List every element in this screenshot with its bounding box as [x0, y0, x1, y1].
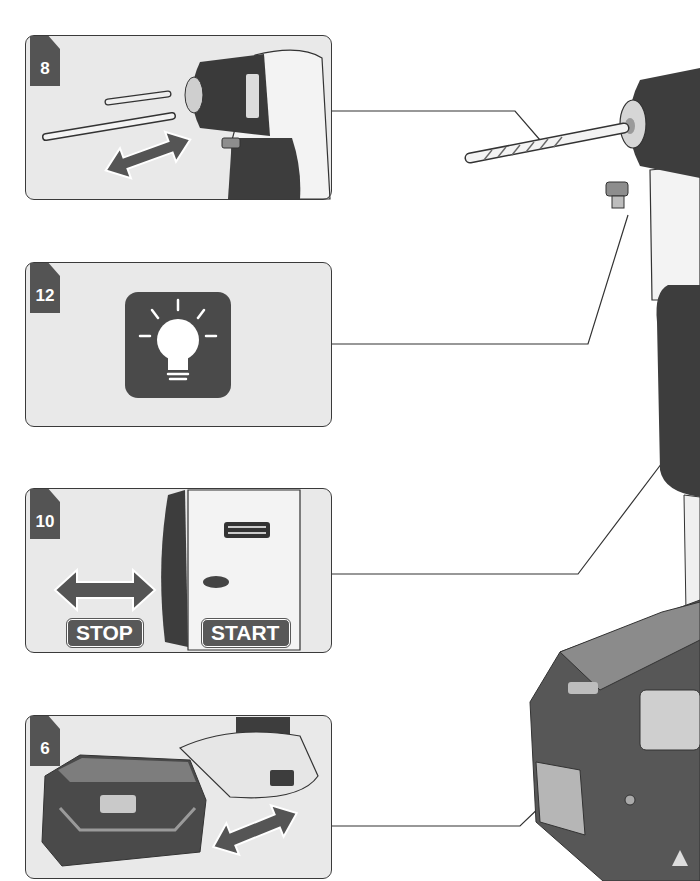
callout-number: 6 — [30, 716, 60, 766]
drill-illustration — [536, 762, 585, 835]
chuck-illustration — [222, 138, 240, 148]
drill-illustration — [640, 690, 700, 750]
light-icon — [198, 310, 204, 318]
panel-ground — [26, 716, 331, 878]
battery-illustration — [42, 717, 318, 866]
light-icon — [206, 335, 216, 338]
leader-line — [332, 111, 540, 140]
leader-line — [332, 215, 628, 344]
switch-label: STOP — [67, 619, 143, 647]
trigger-illustration — [55, 570, 155, 610]
trigger-illustration — [228, 527, 266, 533]
panel-ground — [26, 263, 331, 426]
light-icon — [125, 292, 231, 398]
light-icon — [170, 378, 186, 381]
chuck-illustration — [100, 125, 196, 186]
callout-number: 10 — [30, 489, 60, 539]
chuck-illustration — [46, 50, 330, 199]
drill-illustration — [560, 602, 700, 690]
trigger-illustration — [188, 490, 300, 650]
drill-illustration — [512, 145, 520, 155]
chuck-illustration — [192, 54, 270, 136]
callout-panel: 10STOP START — [25, 488, 332, 653]
drill-illustration — [470, 128, 624, 158]
light-icon — [152, 310, 158, 318]
trigger-illustration — [55, 490, 300, 650]
drill-illustration — [470, 68, 700, 881]
trigger-illustration — [161, 490, 188, 647]
drill-illustration — [554, 137, 562, 147]
callout-number: 8 — [30, 36, 60, 86]
trigger-illustration — [203, 576, 229, 588]
panel-ground — [26, 489, 331, 652]
panel-ground — [26, 36, 331, 199]
chuck-illustration — [100, 125, 196, 186]
callout-panel: 12 — [25, 262, 332, 427]
chuck-illustration — [108, 94, 168, 102]
drill-illustration — [484, 150, 492, 160]
callout-panel: 8 — [25, 35, 332, 200]
drill-illustration — [612, 196, 624, 208]
drill-illustration — [568, 682, 598, 694]
drill-illustration — [470, 128, 624, 158]
light-icon — [125, 292, 231, 398]
battery-illustration — [100, 795, 136, 813]
battery-illustration — [42, 755, 206, 866]
light-icon — [168, 373, 188, 376]
battery-illustration — [207, 797, 303, 862]
switch-text: START — [211, 621, 279, 645]
chuck-illustration — [185, 77, 203, 113]
chuck-illustration — [46, 116, 172, 137]
chuck-illustration — [46, 116, 172, 137]
battery-illustration — [60, 808, 195, 830]
drill-illustration — [498, 147, 506, 157]
drill-illustration — [656, 285, 700, 497]
leader-line — [332, 802, 545, 826]
battery-illustration — [270, 770, 294, 786]
drill-illustration — [484, 137, 562, 160]
callout-number: 12 — [30, 263, 60, 313]
trigger-illustration — [228, 532, 266, 534]
switch-text: STOP — [76, 621, 133, 645]
leader-line — [332, 455, 668, 574]
drill-illustration — [606, 182, 628, 196]
trigger-illustration — [224, 522, 270, 538]
chuck-illustration — [108, 94, 168, 102]
callout-panel: 6 — [25, 715, 332, 879]
drill-illustration — [540, 139, 548, 149]
light-icon — [168, 358, 188, 370]
chuck-illustration — [246, 74, 259, 118]
switch-label: START — [202, 619, 290, 647]
drill-illustration — [650, 165, 700, 300]
light-icon — [177, 300, 180, 310]
drill-illustration — [526, 142, 534, 152]
drill-illustration — [684, 495, 700, 615]
panel-ground — [26, 36, 331, 878]
battery-illustration — [58, 758, 196, 782]
drill-illustration — [672, 850, 688, 866]
trigger-illustration — [55, 570, 155, 610]
battery-illustration — [207, 797, 303, 862]
light-icon — [140, 300, 216, 379]
drill-illustration — [530, 600, 700, 881]
light-icon — [140, 335, 150, 338]
light-icon — [157, 319, 199, 361]
trigger-illustration — [228, 526, 266, 528]
drill-illustration — [625, 795, 635, 805]
